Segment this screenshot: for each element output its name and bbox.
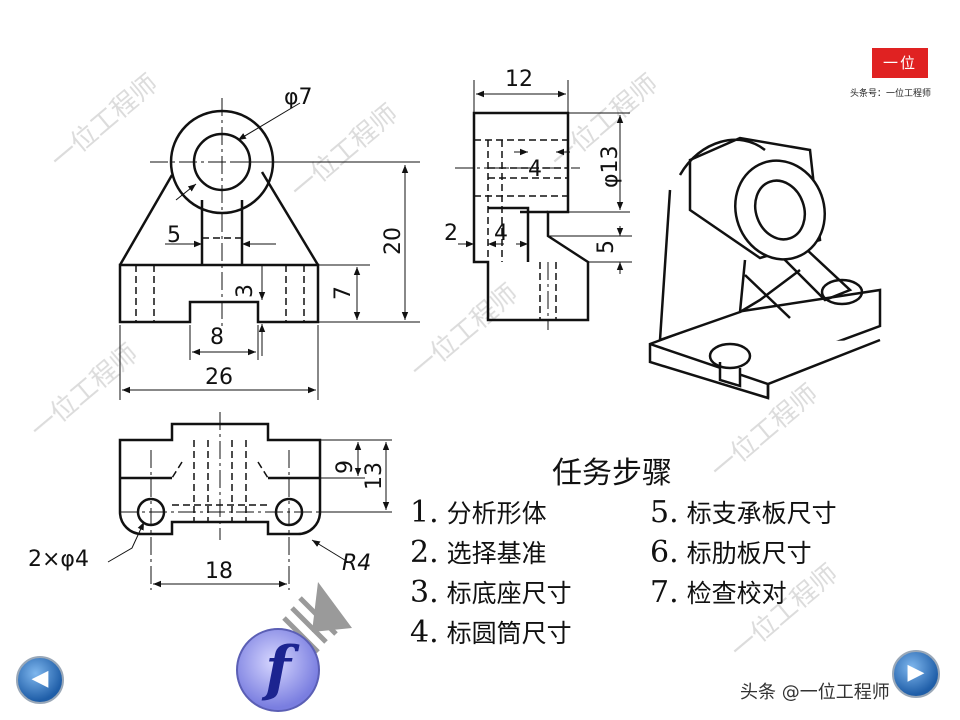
top-view <box>118 412 322 590</box>
dim-13: 13 <box>362 462 387 490</box>
step-label: 检查校对 <box>686 579 787 608</box>
dim-2xphi4: 2×φ4 <box>28 547 89 572</box>
step-label: 标支承板尺寸 <box>686 499 837 528</box>
dim-26: 26 <box>205 365 233 390</box>
next-slide-button[interactable]: ▶ <box>892 650 940 698</box>
brand-logo: 一位 <box>872 48 928 78</box>
watermark-text: 一位工程师 <box>45 69 164 176</box>
step-number: 2. <box>410 535 439 570</box>
side-view <box>455 111 590 330</box>
steps-title: 任务步骤 <box>552 456 672 491</box>
flash-player-button[interactable]: f <box>236 628 320 712</box>
step-number: 5. <box>650 495 679 530</box>
step-number: 7. <box>650 575 679 610</box>
front-view-labels: φ7 5 20 3 7 8 26 <box>167 85 406 390</box>
dim-2: 2 <box>444 221 458 246</box>
isometric-view <box>648 136 882 400</box>
dim-5: 5 <box>167 223 181 248</box>
step-item: 1. 分析形体 <box>410 494 547 530</box>
step-number: 1. <box>410 495 439 530</box>
step-number: 3. <box>410 575 439 610</box>
dim-18: 18 <box>205 559 233 584</box>
top-view-labels: 9 13 2×φ4 18 R4 <box>28 460 387 584</box>
dim-r4: R4 <box>342 551 371 576</box>
dim-phi13: φ13 <box>598 145 623 188</box>
dim-9: 9 <box>333 460 358 474</box>
watermark-text: 一位工程师 <box>25 339 144 446</box>
dim-5-side: 5 <box>594 240 619 254</box>
step-number: 4. <box>410 615 439 650</box>
dim-3: 3 <box>233 284 258 298</box>
step-label: 标肋板尺寸 <box>686 539 812 568</box>
step-item: 4. 标圆筒尺寸 <box>410 614 572 650</box>
step-label: 选择基准 <box>446 539 547 568</box>
dim-4: 4 <box>494 221 508 246</box>
dim-12: 12 <box>505 67 533 92</box>
side-view-labels: 12 φ13 4 2 4 5 <box>444 67 623 254</box>
watermark-text: 一位工程师 <box>405 279 524 386</box>
front-view <box>118 98 320 330</box>
credit-text: 头条 @一位工程师 <box>740 682 890 703</box>
side-view-dimensions <box>458 80 632 274</box>
brand-subtitle: 头条号：一位工程师 <box>850 89 932 99</box>
step-item: 6. 标肋板尺寸 <box>650 534 812 570</box>
dim-8: 8 <box>210 325 224 350</box>
flash-icon: f <box>265 634 291 704</box>
step-item: 2. 选择基准 <box>410 534 547 570</box>
step-item: 3. 标底座尺寸 <box>410 574 572 610</box>
next-icon: ▶ <box>907 660 925 685</box>
step-label: 标底座尺寸 <box>446 579 572 608</box>
dim-4-top: 4 <box>528 157 542 182</box>
prev-icon: ◀ <box>31 666 49 691</box>
dim-20: 20 <box>381 227 406 255</box>
step-label: 标圆筒尺寸 <box>446 619 572 648</box>
front-view-dimensions <box>119 102 420 400</box>
step-number: 6. <box>650 535 679 570</box>
watermark-text: 一位工程师 <box>285 99 404 206</box>
dim-phi7: φ7 <box>284 85 313 110</box>
step-label: 分析形体 <box>446 499 547 528</box>
prev-slide-button[interactable]: ◀ <box>16 656 64 704</box>
top-view-dimensions <box>107 439 392 588</box>
step-item: 7. 检查校对 <box>650 574 787 610</box>
dim-7: 7 <box>331 286 356 300</box>
step-item: 5. 标支承板尺寸 <box>650 494 837 530</box>
